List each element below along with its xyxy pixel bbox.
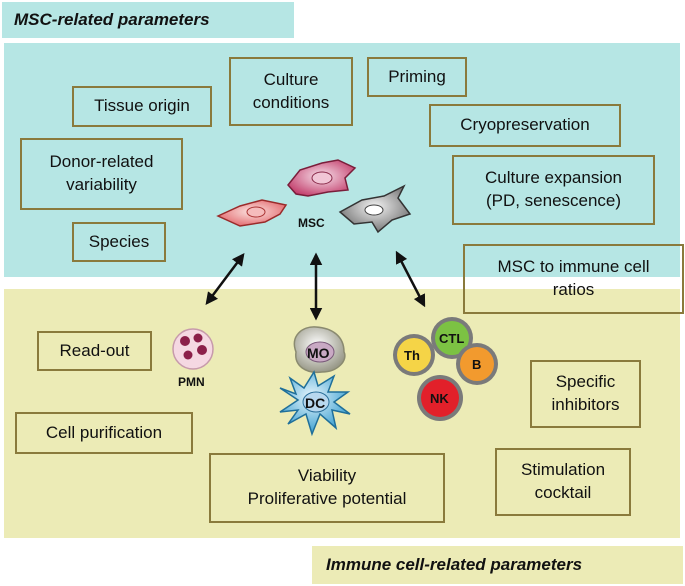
cell-purification-box: Cell purification: [15, 412, 193, 454]
nk-cell-icon: [417, 375, 463, 421]
culture-expansion-box: Culture expansion (PD, senescence): [452, 155, 655, 225]
culture-conditions-box: Culture conditions: [229, 57, 353, 126]
immune-section-title: Immune cell-related parameters: [312, 546, 683, 584]
b-cell-icon: [456, 343, 498, 385]
monocyte-cell-icon: [293, 326, 346, 374]
th-label: Th: [404, 348, 420, 363]
msc-parameters-panel: [4, 43, 680, 277]
msc-cell-magenta-icon: [287, 159, 357, 197]
monocyte-label: MO: [307, 345, 330, 361]
viability-box: Viability Proliferative potential: [209, 453, 445, 523]
ctl-cell-icon: [431, 317, 473, 359]
specific-inhibitors-box: Specific inhibitors: [530, 360, 641, 428]
msc-immune-ratio-box: MSC to immune cell ratios: [463, 244, 684, 314]
msc-cell-grey-icon: [338, 184, 412, 234]
b-cell-label: B: [472, 357, 481, 372]
donor-variability-box: Donor-related variability: [20, 138, 183, 210]
nk-label: NK: [430, 391, 449, 406]
dendritic-cell-icon: [279, 370, 351, 437]
read-out-box: Read-out: [37, 331, 152, 371]
pmn-label: PMN: [178, 375, 205, 389]
species-box: Species: [72, 222, 166, 262]
msc-label: MSC: [298, 216, 325, 230]
pmn-cell-icon: [172, 328, 214, 370]
priming-box: Priming: [367, 57, 467, 97]
arrow-msc-to-pmn: [205, 253, 245, 305]
msc-section-title: MSC-related parameters: [2, 2, 294, 38]
msc-cell-pink-icon: [216, 199, 288, 227]
stimulation-cocktail-box: Stimulation cocktail: [495, 448, 631, 516]
ctl-label: CTL: [439, 331, 464, 346]
dendritic-cell-label: DC: [305, 395, 325, 411]
cryopreservation-box: Cryopreservation: [429, 104, 621, 147]
th-cell-icon: [393, 334, 435, 376]
arrow-msc-to-lymphocytes: [395, 250, 426, 308]
tissue-origin-box: Tissue origin: [72, 86, 212, 127]
